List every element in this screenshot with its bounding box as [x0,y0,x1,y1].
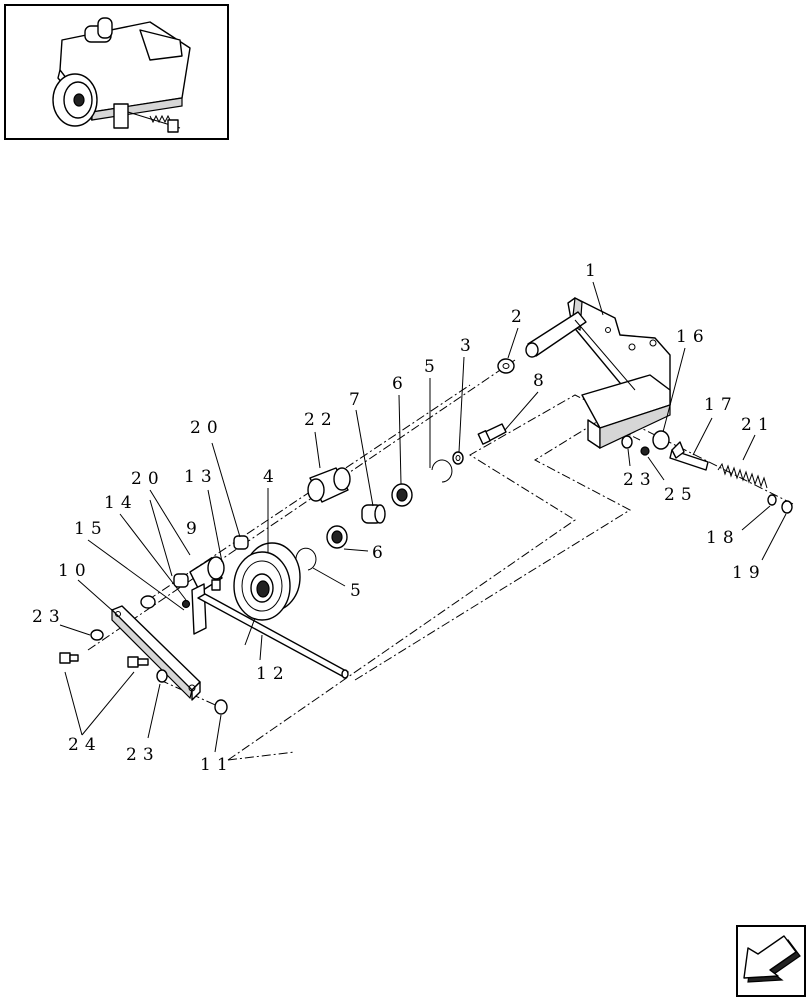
callout-5-upper: 5 [424,357,441,377]
callout-20-lower: 20 [131,469,165,489]
callout-14: 14 [104,493,138,513]
bolt-part-24-a[interactable] [59,652,79,664]
washer-part-23-center[interactable] [156,669,168,683]
next-page-arrow-icon[interactable] [736,925,806,997]
callout-4: 4 [263,467,280,487]
callout-22: 22 [304,410,338,430]
callout-9: 3 [460,336,477,356]
assembly-thumbnail-icon[interactable] [4,4,229,140]
callout-7: 7 [349,390,366,410]
callout-13: 13 [184,467,218,487]
callout-19: 19 [732,563,766,583]
bracket-part-17[interactable] [669,441,709,471]
washer-part-16[interactable] [652,430,670,450]
callout-5-lower: 5 [350,581,367,601]
callout-10: 10 [58,561,92,581]
bearing-part-6-lower[interactable] [326,525,348,549]
bolt-part-24-b[interactable] [127,656,149,668]
washer-part-23-left[interactable] [90,629,104,641]
leader-lines [59,281,787,753]
nut-part-25[interactable] [640,446,650,456]
rod-part-12[interactable] [197,593,349,679]
nut-part-19[interactable] [781,500,793,514]
spacer-part-22[interactable] [307,467,351,503]
bushing-part-7[interactable] [361,504,386,524]
callout-16: 16 [676,327,710,347]
callout-18: 18 [706,528,740,548]
callout-24: 24 [68,735,102,755]
callout-1: 1 [585,261,602,281]
main-frame-part-1[interactable] [525,297,671,449]
washer-part-2[interactable] [497,358,515,374]
callout-8: 8 [533,371,550,391]
washer-part-23-right[interactable] [621,435,633,449]
callout-6-upper: 6 [392,374,409,394]
snap-ring-part-5-lower[interactable] [295,547,317,571]
nut-part-14[interactable] [181,599,191,609]
callout-15: 15 [74,519,108,539]
callout-6-lower: 6 [372,543,389,563]
washer-part-9[interactable] [452,451,464,465]
washer-part-15[interactable] [140,595,156,609]
callout-21: 21 [741,415,775,435]
callout-25: 25 [664,485,698,505]
callout-23-left: 23 [32,607,66,627]
link-part-10[interactable] [111,605,201,701]
callout-17: 17 [704,395,738,415]
callout-labels: 1 2 9 4 5 5 6 6 7 8 3 10 11 12 13 14 15 … [32,261,775,775]
pulley-part-4[interactable] [233,542,301,621]
bearing-part-6[interactable] [391,483,413,507]
callout-20-upper: 20 [190,418,224,438]
washer-part-18[interactable] [767,494,777,506]
spring-part-21[interactable] [717,462,768,489]
washer-part-11[interactable] [214,699,228,715]
snap-ring-part-5[interactable] [431,459,453,483]
callout-12: 12 [256,664,290,684]
callout-23-center: 23 [126,745,160,765]
bolt-part-8[interactable] [477,423,507,445]
bushing-part-20-lower[interactable] [173,573,189,588]
callout-2: 2 [511,307,528,327]
callout-23-right: 23 [623,470,657,490]
callout-3: 9 [186,519,203,539]
callout-11: 11 [200,755,234,775]
bushing-part-20-upper[interactable] [233,535,249,550]
